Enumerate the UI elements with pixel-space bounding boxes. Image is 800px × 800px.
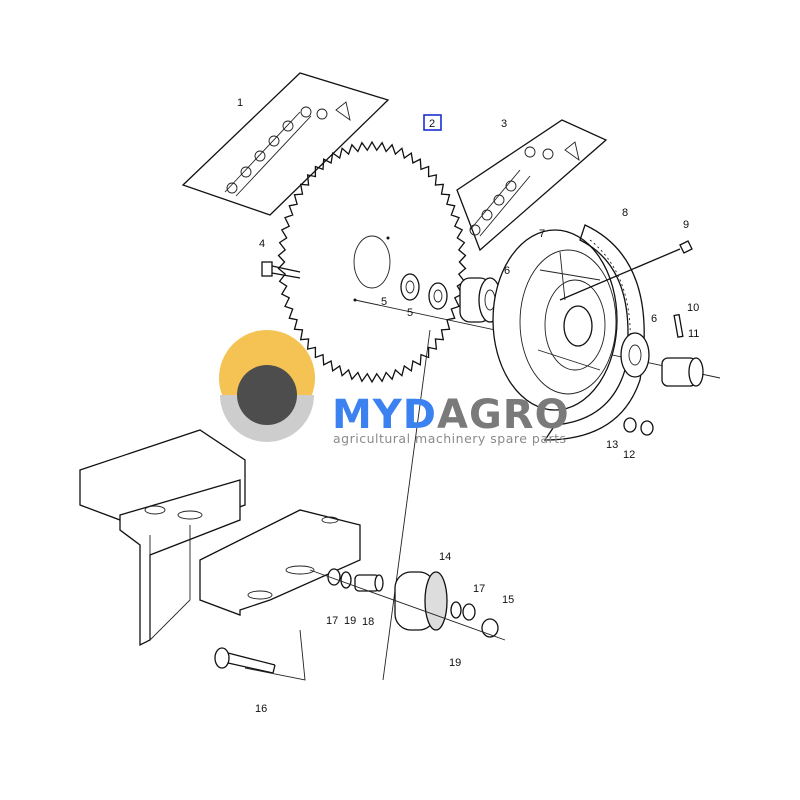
bearing-6b[interactable] xyxy=(620,332,650,378)
spacer-18[interactable] xyxy=(354,574,384,592)
callout-17b[interactable]: 17 xyxy=(473,583,485,595)
pin-10[interactable] xyxy=(673,313,684,338)
bushing-11[interactable] xyxy=(661,357,704,387)
callout-2[interactable]: 2 xyxy=(429,118,435,130)
nut-12[interactable] xyxy=(640,420,654,436)
mydagro-watermark-logo xyxy=(219,330,315,442)
chain-kit-1[interactable] xyxy=(181,72,390,216)
pulley-7[interactable] xyxy=(492,229,618,411)
washer-5a[interactable] xyxy=(400,273,420,301)
washer-5b[interactable] xyxy=(428,282,448,310)
bolt-16[interactable] xyxy=(214,629,306,681)
callout-14[interactable]: 14 xyxy=(439,551,451,563)
callout-11[interactable]: 11 xyxy=(688,328,699,340)
callout-3[interactable]: 3 xyxy=(501,118,507,130)
leader-line xyxy=(382,329,431,681)
callout-16[interactable]: 16 xyxy=(255,703,267,715)
washer-19b[interactable] xyxy=(450,601,462,619)
idler-roller-14[interactable] xyxy=(394,571,448,631)
callout-8[interactable]: 8 xyxy=(622,207,628,219)
chain-kit-3[interactable] xyxy=(456,119,608,252)
nut-15[interactable] xyxy=(481,618,499,638)
callout-2-highlight-box xyxy=(423,114,442,131)
callout-19b[interactable]: 19 xyxy=(449,657,461,669)
callout-17a[interactable]: 17 xyxy=(326,615,338,627)
callout-6b[interactable]: 6 xyxy=(651,313,657,325)
watermark-tagline: agricultural machinery spare parts xyxy=(333,431,567,446)
callout-4[interactable]: 4 xyxy=(259,238,265,250)
mounting-bracket[interactable] xyxy=(79,429,361,647)
callout-18[interactable]: 18 xyxy=(362,616,374,628)
grease-fitting-9[interactable] xyxy=(559,240,693,301)
callout-5b[interactable]: 5 xyxy=(407,307,413,319)
callout-13[interactable]: 13 xyxy=(606,439,618,451)
washer-17a[interactable] xyxy=(327,568,341,586)
callout-19a[interactable]: 19 xyxy=(344,615,356,627)
bolt-4[interactable] xyxy=(261,261,301,279)
callout-15[interactable]: 15 xyxy=(502,594,514,606)
watermark-brand: MYDAGRO xyxy=(332,392,570,438)
washer-19a[interactable] xyxy=(340,571,352,589)
sprocket-2[interactable] xyxy=(277,140,467,384)
callout-5a[interactable]: 5 xyxy=(381,296,387,308)
washer-17b[interactable] xyxy=(462,603,476,621)
callout-6a[interactable]: 6 xyxy=(504,265,510,277)
callout-12[interactable]: 12 xyxy=(623,449,635,461)
idler-axis-line xyxy=(309,569,506,641)
callout-10[interactable]: 10 xyxy=(687,302,699,314)
callout-9[interactable]: 9 xyxy=(683,219,689,231)
callout-7[interactable]: 7 xyxy=(539,228,545,240)
washer-13[interactable] xyxy=(623,417,637,433)
callout-1[interactable]: 1 xyxy=(237,97,243,109)
